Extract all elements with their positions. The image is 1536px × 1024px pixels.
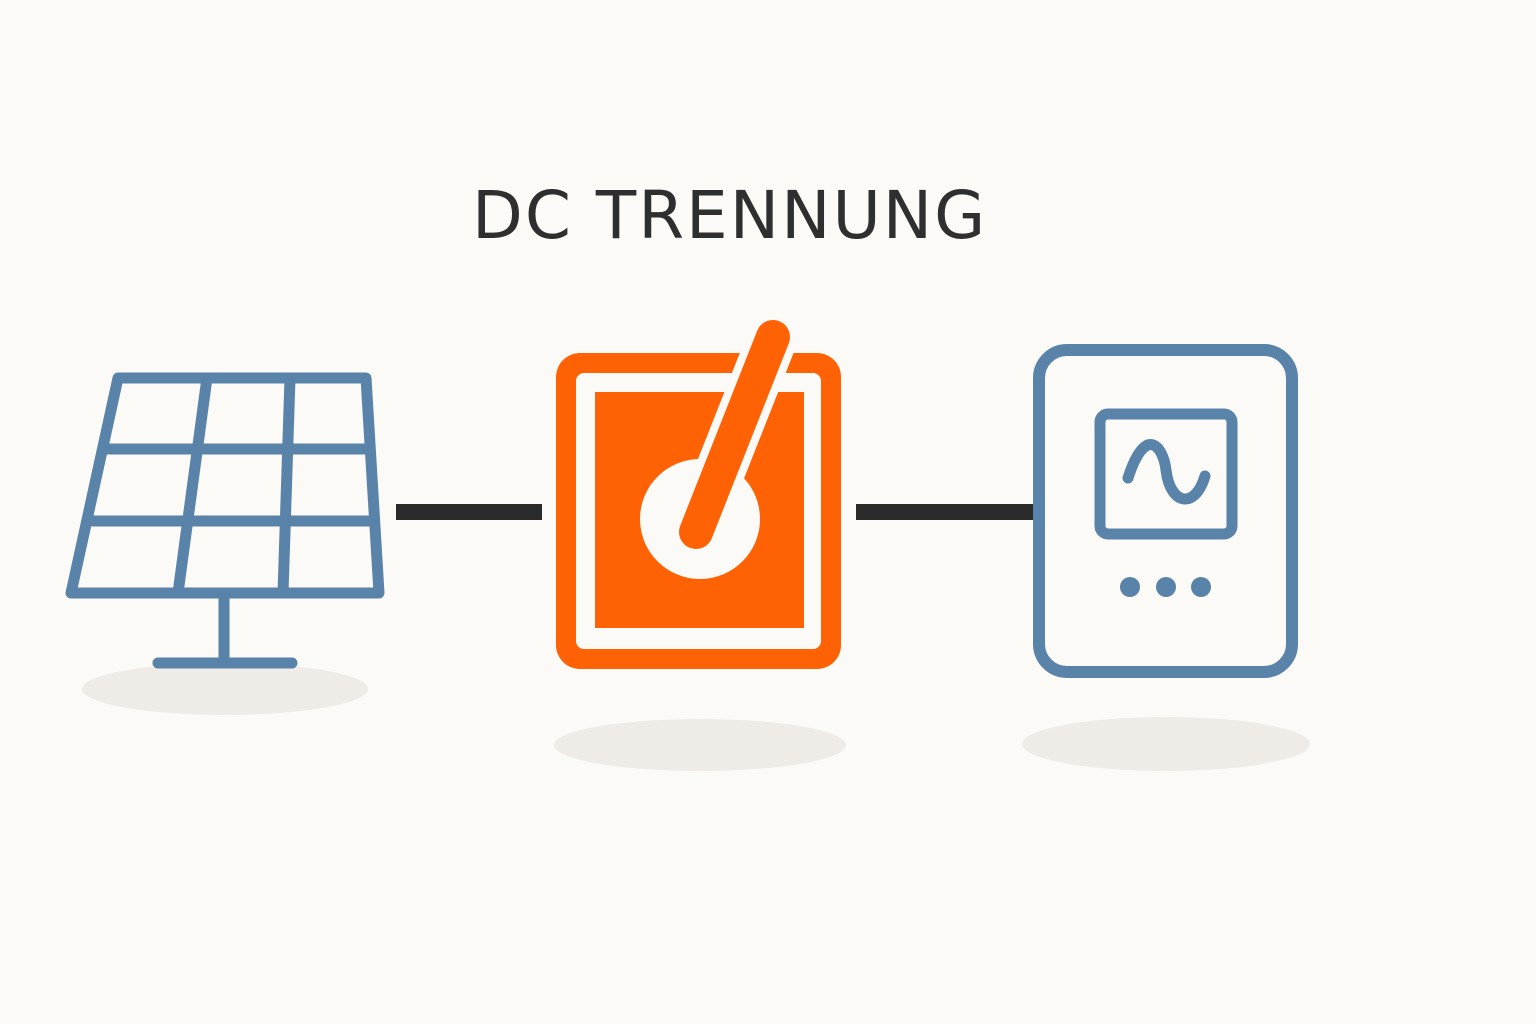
inverter-icon <box>1033 344 1298 678</box>
solar-panel-icon <box>65 372 385 669</box>
indicator-dot <box>1120 577 1140 597</box>
diagram-title: DC TRENNUNG <box>472 177 988 254</box>
indicator-dot <box>1191 577 1211 597</box>
indicator-dot <box>1156 577 1176 597</box>
sine-wave-icon <box>1122 439 1211 505</box>
switch-shadow <box>554 719 846 771</box>
solar-panel-shadow <box>82 663 368 715</box>
inverter-shadow <box>1022 717 1310 771</box>
disconnect-switch-icon <box>556 312 841 669</box>
